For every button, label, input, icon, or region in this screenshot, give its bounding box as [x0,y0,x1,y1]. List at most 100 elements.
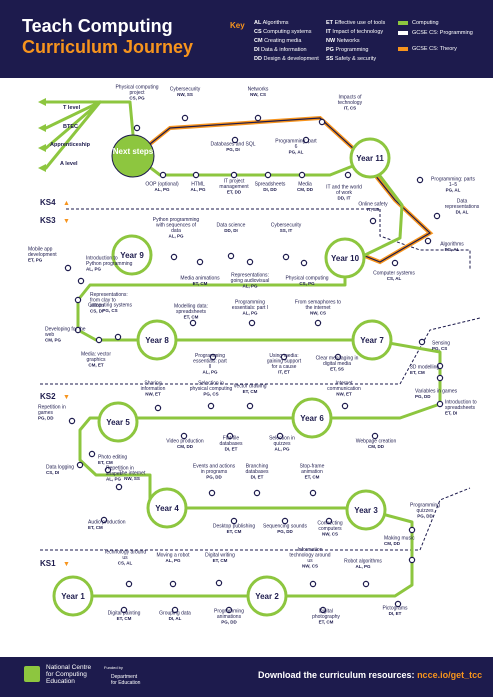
unit-stop-dot [436,374,444,382]
unit-stop-dot [170,253,178,261]
key-item: CM Creating media [254,38,302,44]
unit-codes: DD, DI [224,228,238,233]
unit-label: Connecting [317,521,343,527]
year-circle-2: Year 2 [246,575,288,617]
unit-label: from clay to [90,297,116,303]
unit-codes: AL, PG [202,369,218,374]
unit-codes: PG, AL [446,188,461,193]
unit-label: Flat-file [223,436,240,442]
download-link[interactable]: ncce.io/get_tcc [417,670,483,680]
unit-codes: CS, DI [46,470,59,475]
unit-label: Networks [248,86,269,92]
unit-codes: PG, DD [277,529,293,534]
unit-label: essentials: part I [232,305,268,311]
unit-label: Computer systems [373,270,415,276]
unit-label: Video production [166,438,204,444]
unit-label: Programming [195,353,225,359]
unit-label: Data logging [46,464,74,470]
legend-label: GCSE CS: Programming [412,30,473,36]
unit-label: databases [219,441,243,447]
unit-label: communication [327,386,361,392]
unit-stop-dot [104,466,112,474]
unit-label: games [38,410,54,416]
unit-stop-dot [264,171,272,179]
unit-codes: DD, IT [338,196,351,201]
unit-label: Digital writing [205,552,235,558]
unit-label: Online safety [358,201,388,207]
unit-label: Repetition in [106,466,134,472]
unit-codes: CM, DD [368,444,385,449]
unit-codes: ET, SS [330,367,344,372]
unit-codes: PG, DD [415,394,431,399]
unit-stop-dot [88,450,96,458]
unit-stop-dot [207,402,215,410]
unit-codes: IT, CS [344,106,356,111]
unit-stop-dot [246,258,254,266]
unit-stop-dot [181,114,189,122]
unit-label: Cybersecurity [170,86,201,92]
unit-codes: AL, PG [242,284,258,289]
exit-t-level: T level [63,105,81,111]
unit-stop-dot [230,517,238,525]
unit-codes: NW, ET [145,392,161,397]
unit-stop-dot [391,259,399,267]
unit-label: Robot algorithms [344,558,382,564]
unit-label: physical computing [190,386,233,392]
unit-stop-dot [115,483,123,491]
unit-label: Events and actions [193,464,236,470]
unit-codes: ET, CM [88,525,103,530]
svg-text:Next steps: Next steps [113,147,154,156]
unit-codes: ET, DI [445,411,457,416]
unit-stop-dot [436,400,444,408]
unit-label: Algorithms [440,241,464,247]
exit-arrow-icons [38,98,46,172]
unit-stop-dot [408,526,416,534]
stage-label-ks1: KS1 [40,559,56,568]
unit-codes: DI, AL [456,210,469,215]
unit-stop-dot [281,517,289,525]
unit-stop-dot [246,402,254,410]
unit-stop-dot [319,606,327,614]
unit-label: with sequences of [156,222,197,228]
unit-codes: PG, CS [432,346,447,351]
unit-codes: ET, CM [98,460,113,465]
unit-stop-dot [334,353,342,361]
unit-stop-dot [171,606,179,614]
unit-codes: AL, PG [86,267,102,272]
unit-label: Cybersecurity [271,222,302,228]
download-cta: Download the curriculum resources: ncce.… [258,670,483,680]
unit-codes: DI, AL [169,616,182,621]
unit-stop-dot [125,580,133,588]
unit-label: Audio production [88,519,126,525]
unit-stop-dot [362,580,370,588]
unit-label: Pictograms [382,605,408,611]
unit-stop-dot [254,114,262,122]
unit-label: Programming [410,503,440,509]
unit-stop-dot [309,580,317,588]
unit-stop-dot [318,118,326,126]
unit-codes: NW, CS [322,532,338,537]
unit-label: computers [318,526,342,532]
unit-label: representations [445,204,480,210]
